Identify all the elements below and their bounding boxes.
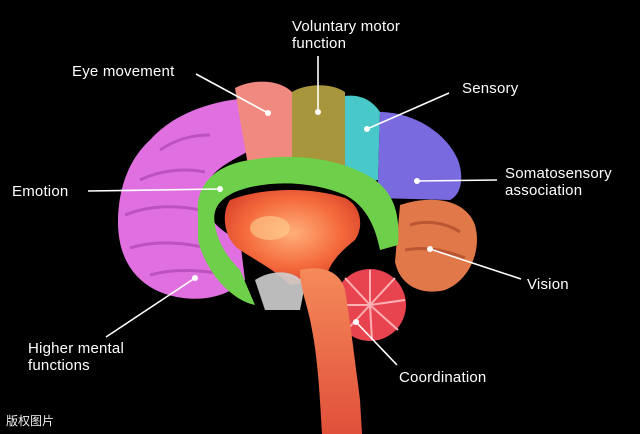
label-somatosensory-line2: association bbox=[505, 182, 583, 199]
motor-region bbox=[292, 85, 345, 172]
leader-dots bbox=[192, 109, 433, 325]
label-sensory: Sensory bbox=[462, 80, 519, 97]
limbic-region bbox=[197, 156, 399, 305]
label-coordination: Coordination bbox=[399, 369, 487, 386]
leader-lines bbox=[87, 56, 522, 366]
label-higher-mental: Higher mental functions bbox=[28, 340, 124, 374]
watermark: 版权图片 bbox=[6, 414, 55, 428]
label-emotion: Emotion bbox=[12, 183, 69, 200]
label-vision: Vision bbox=[527, 276, 569, 293]
label-somatosensory-line1: Somatosensory bbox=[505, 165, 612, 182]
label-higher-mental-line2: functions bbox=[28, 357, 90, 374]
label-eye-movement: Eye movement bbox=[72, 63, 175, 80]
label-voluntary-motor: Voluntary motor function bbox=[292, 18, 400, 52]
vision-region bbox=[395, 199, 477, 292]
label-voluntary-motor-line1: Voluntary motor bbox=[292, 18, 401, 35]
label-somatosensory: Somatosensory association bbox=[505, 165, 612, 199]
somatosensory-region bbox=[378, 112, 462, 200]
brainstem-region bbox=[300, 268, 362, 434]
sensory-region bbox=[345, 95, 380, 181]
label-higher-mental-line1: Higher mental bbox=[28, 340, 124, 357]
core-region bbox=[224, 189, 361, 285]
label-voluntary-motor-line2: function bbox=[292, 35, 347, 52]
